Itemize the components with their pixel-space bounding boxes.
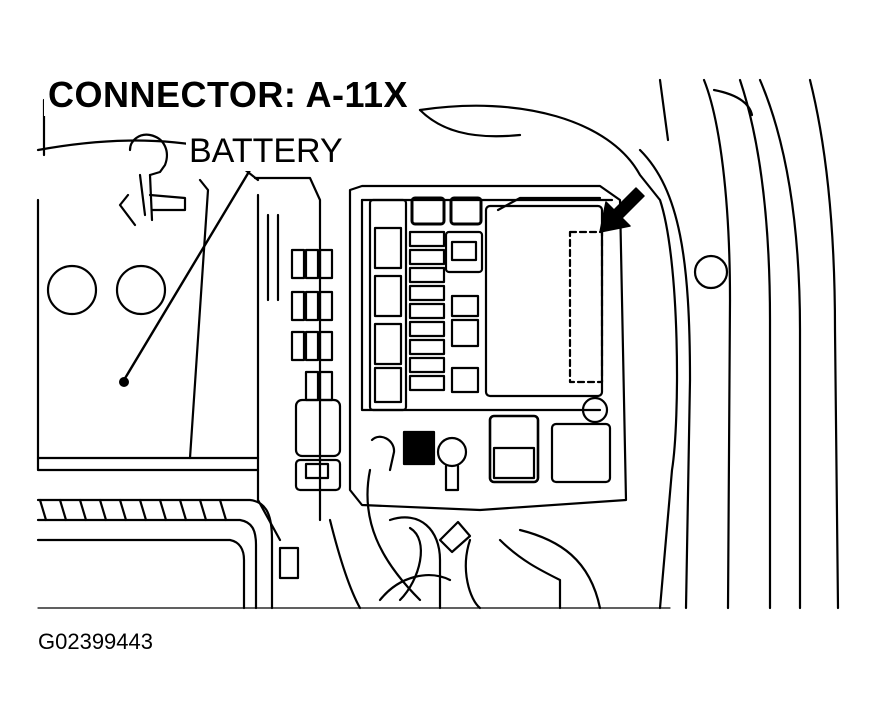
fender-outline — [418, 78, 840, 610]
battery — [36, 98, 260, 472]
battery-callout-leader — [119, 168, 252, 387]
black-pointer-arrow-icon — [599, 187, 645, 233]
wiring-harness — [328, 468, 602, 610]
diagram-title: CONNECTOR: A-11X — [44, 74, 413, 116]
left-bracket — [253, 176, 342, 542]
battery-label: BATTERY — [186, 132, 346, 171]
figure-id: G02399443 — [38, 629, 153, 654]
connector-a-11x-outline — [568, 230, 604, 384]
radiator-support-rail — [36, 498, 300, 610]
fuse-box — [348, 184, 628, 512]
